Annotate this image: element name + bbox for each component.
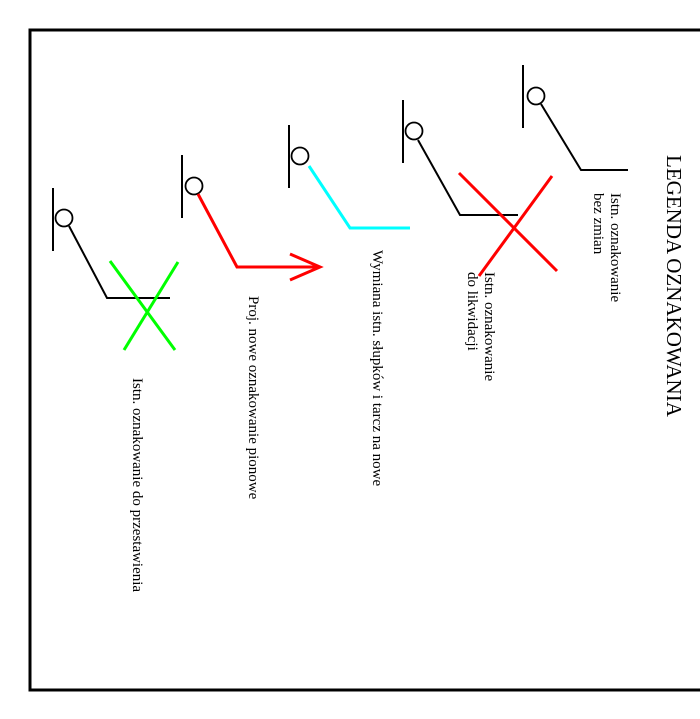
- sign-head: [184, 176, 204, 196]
- relocate-cross-line: [108, 260, 177, 351]
- symbol-existing-remove: [402, 100, 559, 277]
- symbol-relocate: [52, 188, 180, 351]
- sign-leader: [540, 103, 628, 171]
- sign-leader: [417, 139, 518, 216]
- sign-head: [290, 146, 310, 166]
- sign-leader: [307, 165, 410, 230]
- legend-title: LEGENDA OZNAKOWANIA: [662, 155, 686, 418]
- symbol-new-sign: [181, 155, 324, 282]
- item-label-relocate: Istn. oznakowanie do przestawienia: [129, 378, 145, 592]
- sign-head: [404, 121, 424, 141]
- remove-cross-line: [457, 171, 559, 273]
- symbol-replace-posts: [288, 125, 410, 230]
- sign-head: [54, 208, 74, 228]
- sign-head: [526, 86, 546, 106]
- arrow-head: [289, 252, 324, 282]
- item-label-new: Proj. nowe oznakowanie pionowe: [245, 296, 261, 500]
- item-label-remove: Istn. oznakowanie do likwidacji: [464, 272, 497, 385]
- item-label-replace: Wymiana istn. słupków i tarcz na nowe: [369, 250, 385, 486]
- relocate-cross-line: [122, 261, 180, 351]
- sign-leader: [196, 193, 320, 269]
- item-label-unchanged: Istn. oznakowanie bez zmian: [590, 193, 623, 306]
- legend-frame: [28, 28, 700, 692]
- sign-leader: [68, 225, 170, 299]
- remove-cross-line: [477, 175, 554, 277]
- symbol-existing-unchanged: [522, 65, 628, 171]
